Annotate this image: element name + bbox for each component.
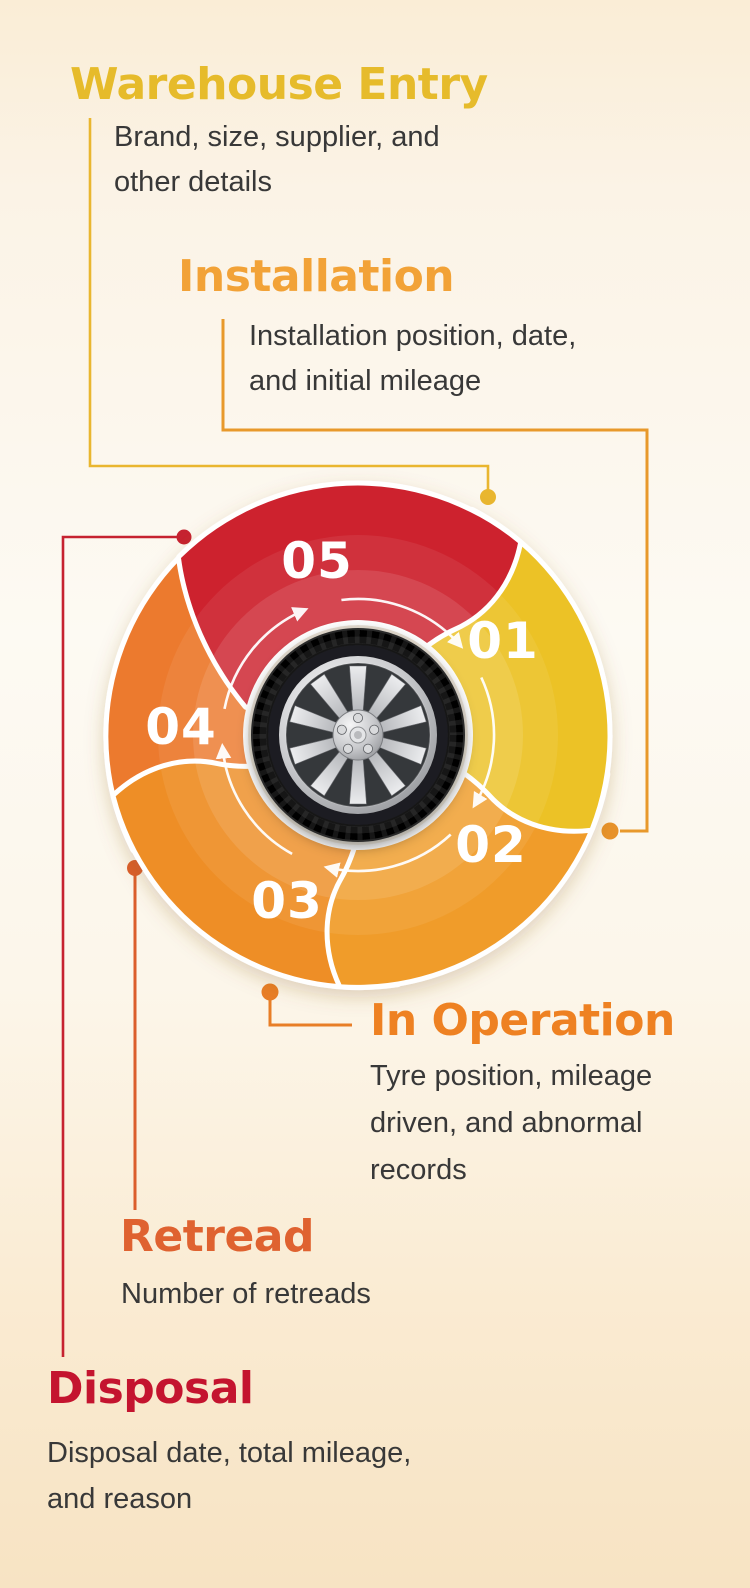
stage-desc-warehouse-entry: Brand, size, supplier, and other details	[114, 115, 440, 205]
connector-dot-warehouse	[480, 489, 496, 505]
stage-title-warehouse-entry: Warehouse Entry	[70, 59, 488, 110]
flow-arrows	[215, 597, 496, 878]
connector-disposal	[61, 529, 192, 1357]
arrow-05-to-01	[341, 597, 464, 649]
stage-title-installation: Installation	[178, 251, 455, 302]
arrow-01-to-02	[472, 676, 496, 809]
connector-in-operation	[261, 983, 352, 1027]
lifecycle-pinwheel	[103, 480, 613, 991]
arrow-04-to-05	[223, 607, 309, 710]
connector-dot-in-operation	[261, 983, 279, 1001]
arrow-02-to-03	[323, 833, 452, 878]
desc-line: Number of retreads	[121, 1278, 371, 1310]
connector-warehouse-entry	[88, 118, 496, 505]
petal-number-03: 03	[251, 872, 323, 930]
stage-desc-in-operation: Tyre position, mileage driven, and abnor…	[370, 1053, 652, 1194]
desc-line: and reason	[47, 1483, 193, 1515]
tire-wheel-image	[251, 628, 465, 842]
stage-desc-installation: Installation position, date, and initial…	[249, 314, 576, 404]
petal-number-05: 05	[281, 532, 353, 590]
arrow-03-to-04	[215, 743, 293, 856]
stage-desc-disposal: Disposal date, total mileage, and reason	[47, 1430, 411, 1522]
stage-title-disposal: Disposal	[47, 1363, 254, 1414]
desc-line: Brand, size, supplier, and	[114, 121, 440, 153]
desc-line: records	[370, 1154, 467, 1186]
desc-line: Tyre position, mileage	[370, 1060, 653, 1092]
desc-line: and initial mileage	[249, 365, 482, 397]
desc-line: other details	[114, 166, 272, 198]
petal-number-04: 04	[145, 698, 217, 756]
desc-line: driven, and abnormal	[370, 1107, 643, 1139]
stage-title-retread: Retread	[120, 1211, 314, 1262]
connector-installation	[221, 319, 649, 840]
connector-retread	[127, 860, 143, 1210]
desc-line: Disposal date, total mileage,	[47, 1437, 412, 1469]
petal-05	[176, 480, 523, 710]
connector-dot-installation	[601, 822, 619, 840]
stage-desc-retread: Number of retreads	[121, 1272, 371, 1317]
wheel-hub	[332, 709, 384, 761]
connector-dot-disposal	[176, 529, 192, 545]
stage-title-in-operation: In Operation	[370, 995, 675, 1046]
desc-line: Installation position, date,	[249, 320, 577, 352]
petal-number-01: 01	[467, 612, 539, 670]
petal-number-02: 02	[455, 816, 527, 874]
